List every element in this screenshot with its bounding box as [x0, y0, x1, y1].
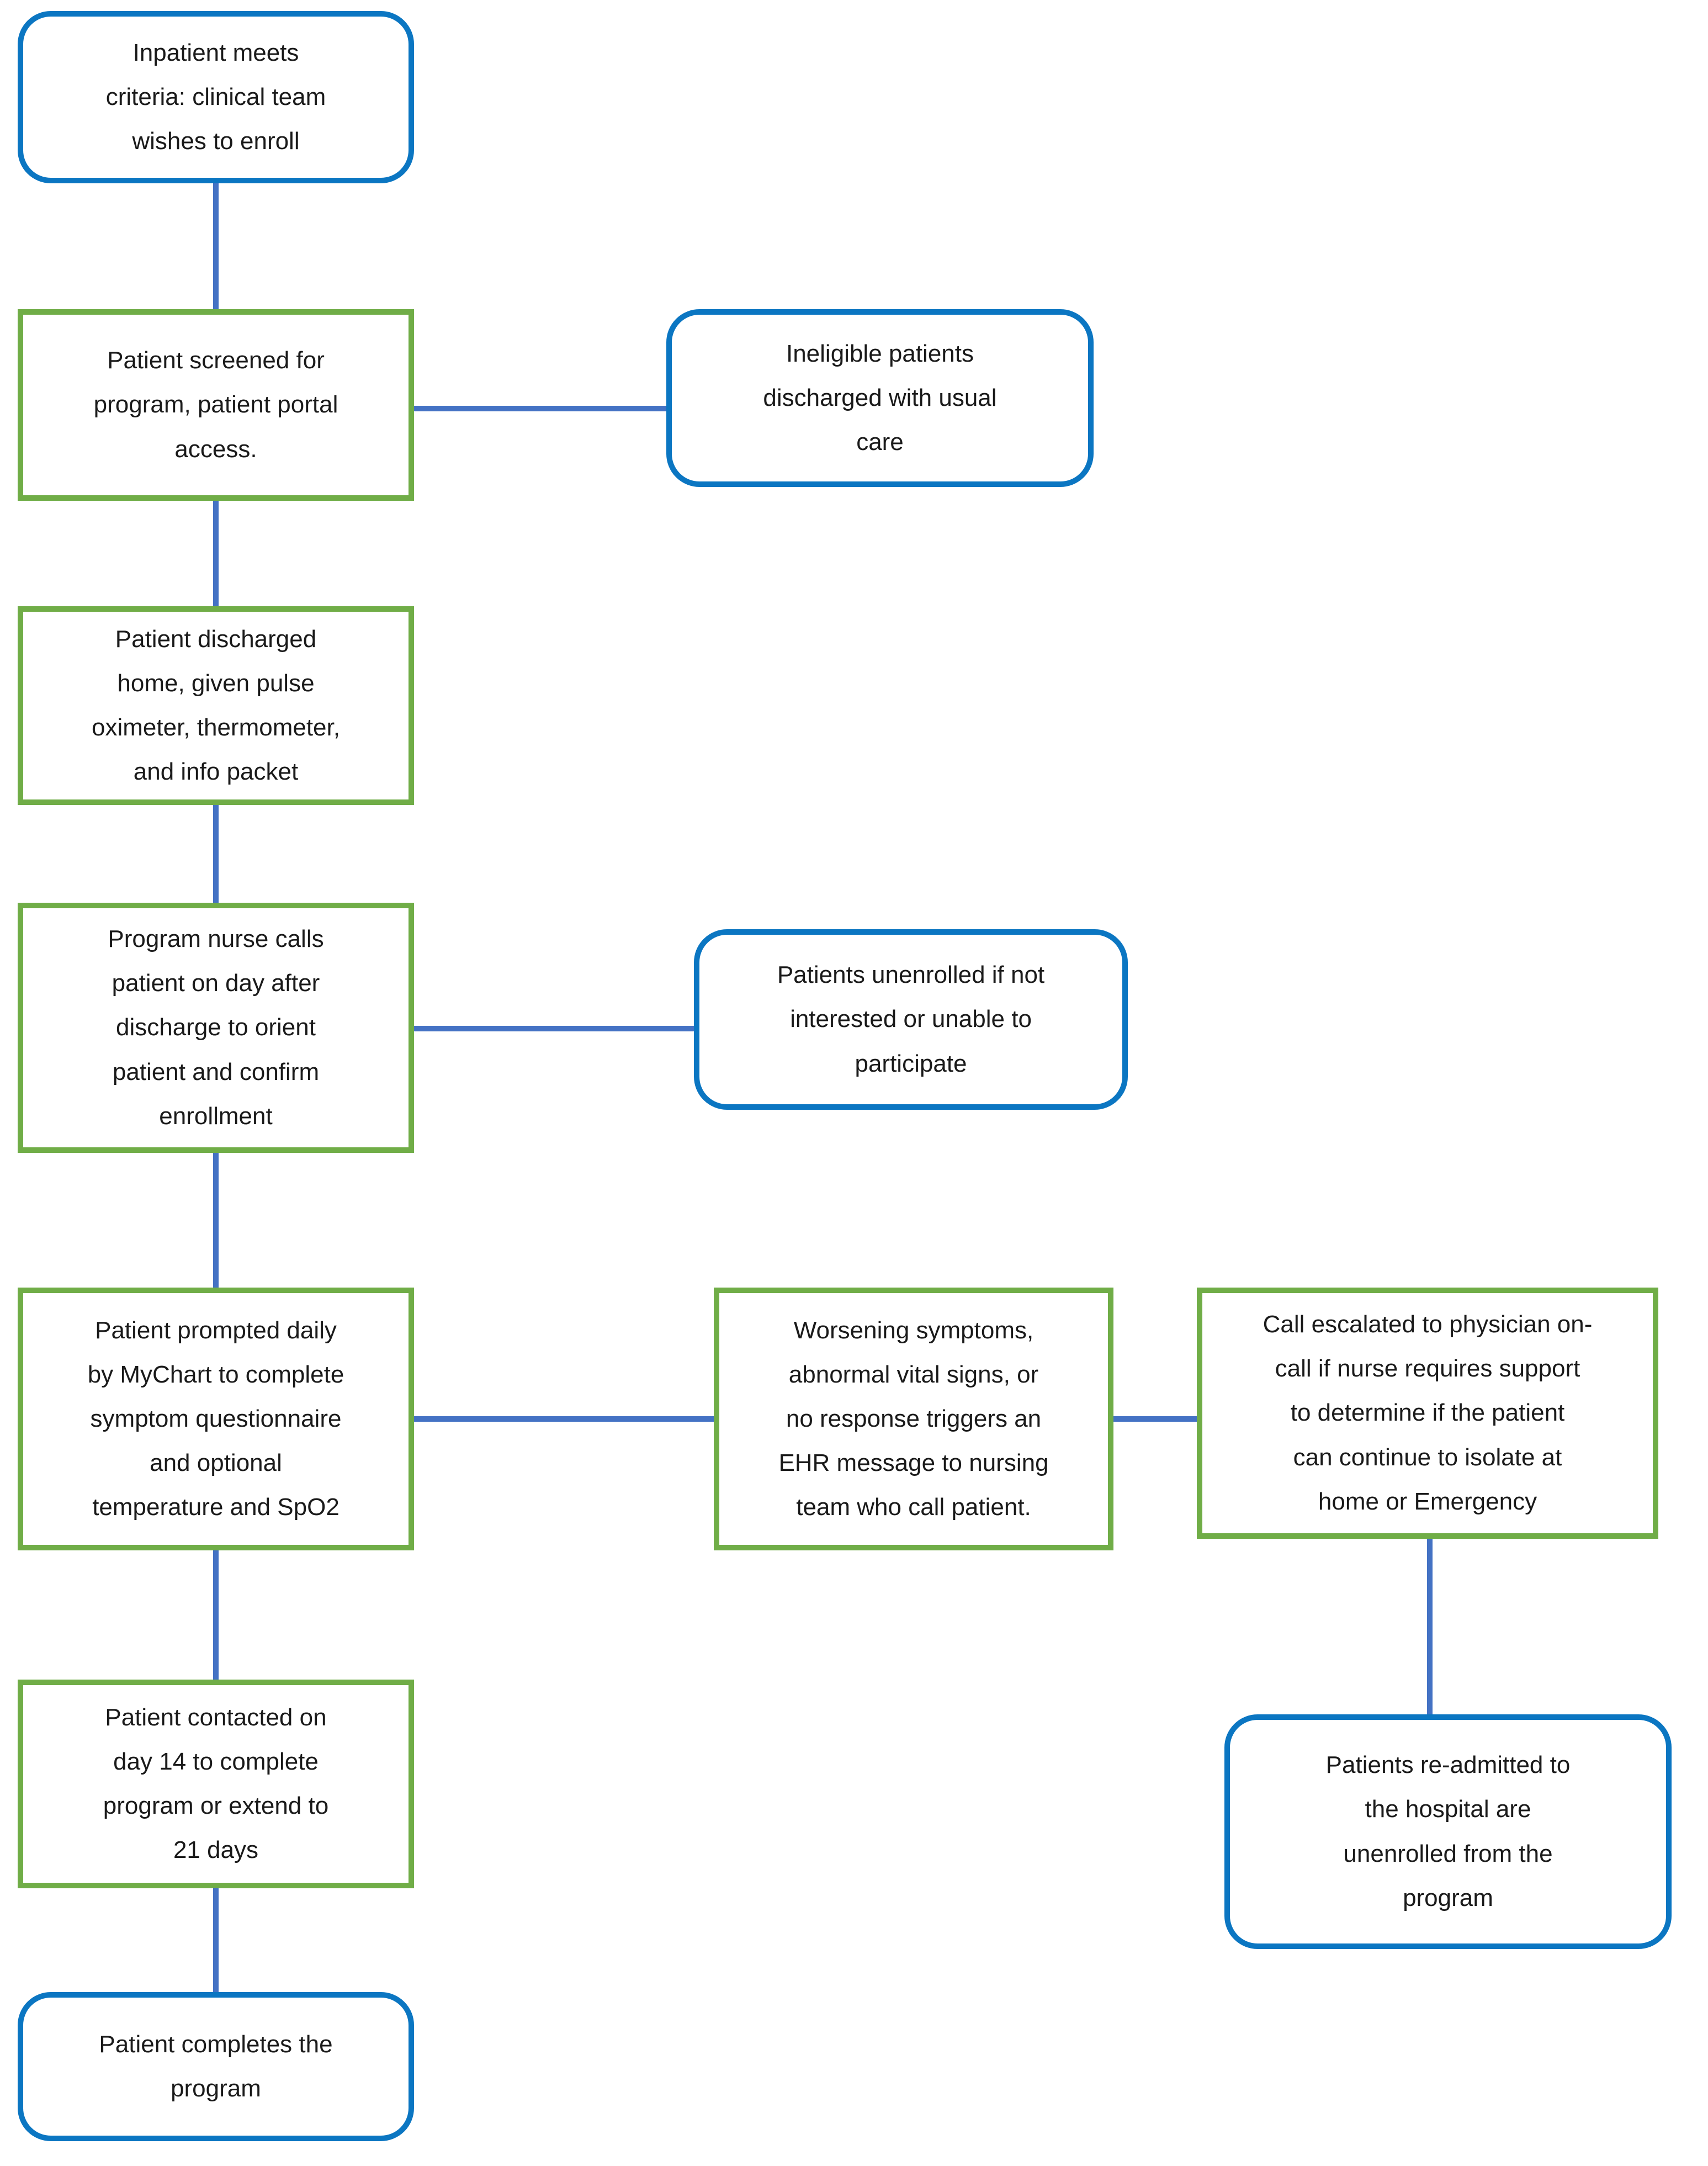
node-inpatient-meets-criteria: Inpatient meets criteria: clinical team … [18, 11, 414, 183]
connector-worsening-to-escalation [1113, 1416, 1197, 1422]
connector-discharged-to-nursecall [213, 805, 219, 903]
node-daily-mychart-prompt: Patient prompted daily by MyChart to com… [18, 1288, 414, 1550]
node-worsening-triggers-ehr: Worsening symptoms, abnormal vital signs… [714, 1288, 1113, 1550]
node-daily-mychart-prompt-label: Patient prompted daily by MyChart to com… [87, 1316, 344, 1521]
connector-prompt-to-worsening [414, 1416, 714, 1422]
connector-escalation-to-readmitted [1427, 1539, 1433, 1714]
node-patient-discharged-home: Patient discharged home, given pulse oxi… [18, 606, 414, 805]
node-worsening-triggers-ehr-label: Worsening symptoms, abnormal vital signs… [778, 1316, 1049, 1521]
connector-prompt-to-day14 [213, 1550, 219, 1680]
node-patient-discharged-home-label: Patient discharged home, given pulse oxi… [92, 625, 340, 786]
node-unenrolled-not-interested: Patients unenrolled if not interested or… [694, 929, 1128, 1110]
node-readmitted-unenrolled-label: Patients re-admitted to the hospital are… [1325, 1751, 1571, 1911]
node-day14-contact: Patient contacted on day 14 to complete … [18, 1680, 414, 1888]
connector-screened-to-ineligible [414, 406, 666, 411]
connector-nursecall-to-prompt [213, 1153, 219, 1288]
connector-criteria-to-screened [213, 183, 219, 309]
node-day14-contact-label: Patient contacted on day 14 to complete … [103, 1703, 329, 1864]
node-escalation-physician: Call escalated to physician on- call if … [1197, 1288, 1658, 1539]
node-unenrolled-not-interested-label: Patients unenrolled if not interested or… [777, 961, 1045, 1077]
node-nurse-orientation-call-label: Program nurse calls patient on day after… [108, 925, 324, 1130]
node-ineligible-discharged: Ineligible patients discharged with usua… [666, 309, 1094, 487]
node-patient-screened-label: Patient screened for program, patient po… [93, 347, 338, 463]
node-inpatient-meets-criteria-label: Inpatient meets criteria: clinical team … [105, 39, 326, 155]
connector-day14-to-complete [213, 1888, 219, 1992]
node-escalation-physician-label: Call escalated to physician on- call if … [1263, 1311, 1593, 1515]
connector-screened-to-discharged [213, 501, 219, 606]
node-program-complete-label: Patient completes the program [99, 2030, 333, 2102]
node-ineligible-discharged-label: Ineligible patients discharged with usua… [763, 340, 997, 456]
node-readmitted-unenrolled: Patients re-admitted to the hospital are… [1224, 1714, 1672, 1949]
node-patient-screened: Patient screened for program, patient po… [18, 309, 414, 501]
node-program-complete: Patient completes the program [18, 1992, 414, 2141]
connector-nursecall-to-unenrolled [414, 1026, 694, 1031]
node-nurse-orientation-call: Program nurse calls patient on day after… [18, 903, 414, 1153]
